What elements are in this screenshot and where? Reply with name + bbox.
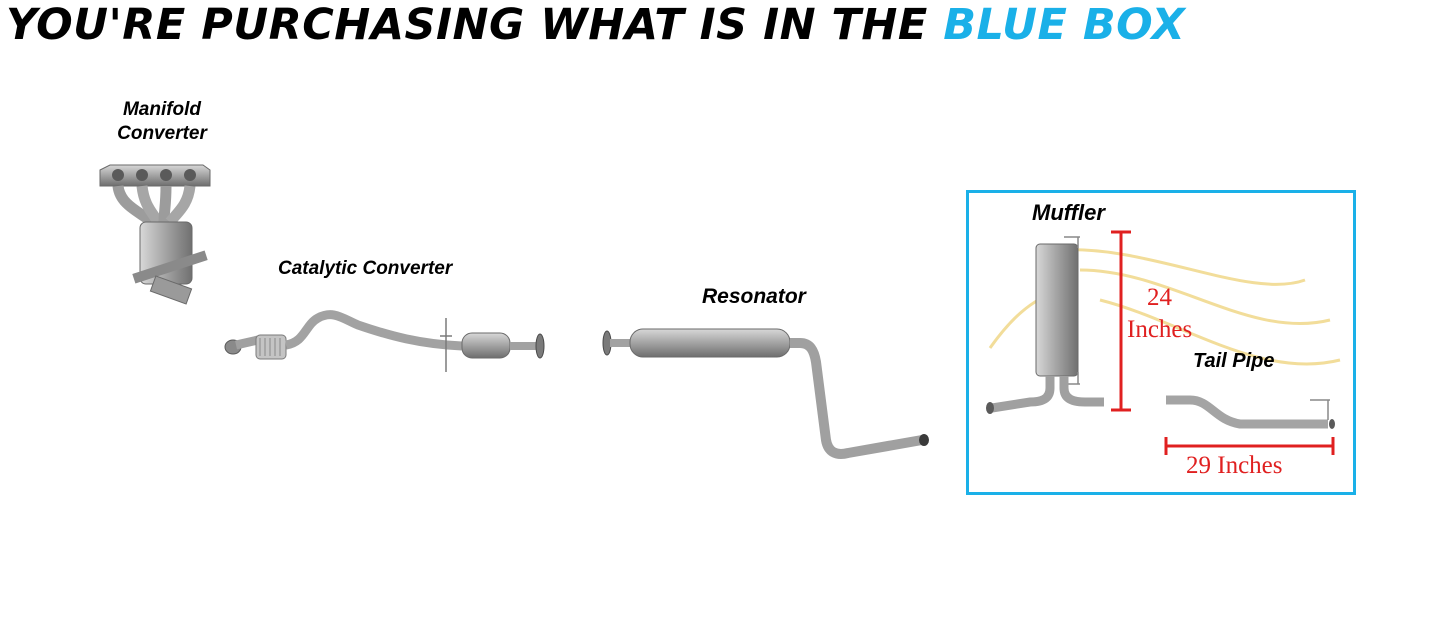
muffler-measurement-unit: Inches [1127,316,1193,343]
manifold-label-line2: Converter [117,123,207,144]
muffler-measurement-value: 24 [1147,284,1172,311]
headline-main: YOU'RE PURCHASING WHAT IS IN THE [6,0,928,50]
blue-box-highlight [966,190,1356,495]
resonator-label: Resonator [702,285,806,308]
catalytic-converter-part [224,310,545,372]
muffler-label: Muffler [1032,200,1105,225]
manifold-converter-part [99,164,211,305]
catalytic-converter-label: Catalytic Converter [278,258,453,279]
tail-pipe-measurement-bar [1164,437,1335,455]
muffler-measurement-bar [1111,230,1131,412]
manifold-label-line1: Manifold [122,99,202,120]
page-headline: YOU'RE PURCHASING WHAT IS IN THE BLUE BO… [6,0,1442,52]
tail-pipe-measurement: 29 Inches [1186,452,1283,479]
headline-accent: BLUE BOX [943,0,1186,50]
tail-pipe-part [1166,395,1335,429]
manifold-converter-label: Manifold Converter [104,98,220,146]
resonator-part [602,328,929,459]
tail-pipe-label: Tail Pipe [1193,350,1275,372]
muffler-part [986,236,1341,414]
